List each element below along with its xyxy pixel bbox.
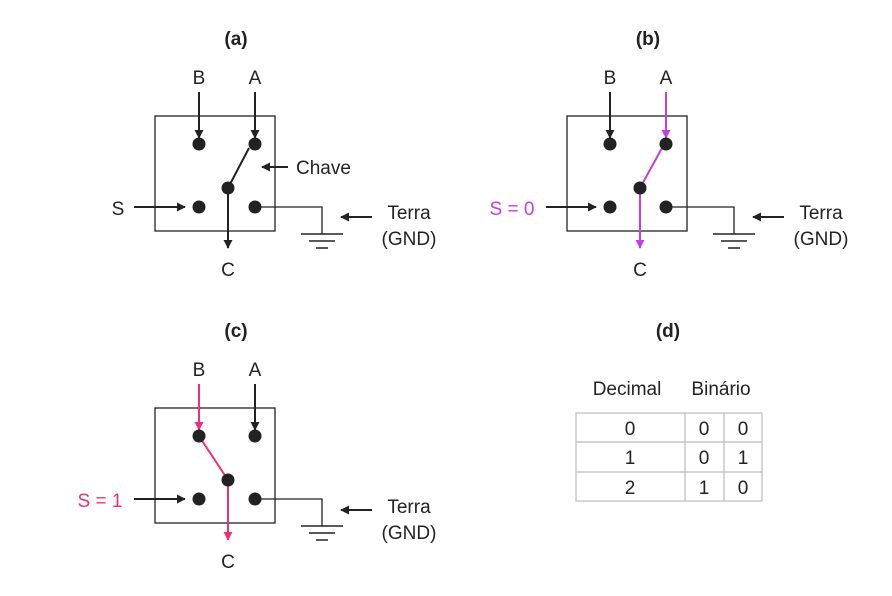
table-border bbox=[575, 412, 763, 502]
mux-box bbox=[154, 407, 276, 524]
ground-label-2: (GND) bbox=[794, 229, 849, 250]
terminal-b bbox=[192, 429, 206, 443]
terminal-a bbox=[248, 137, 262, 151]
input-b-label: B bbox=[604, 68, 617, 89]
cell-bit1: 0 bbox=[699, 448, 710, 469]
terminal-a bbox=[248, 429, 262, 443]
panel-b-title: (b) bbox=[636, 29, 660, 50]
input-a-label: A bbox=[660, 68, 673, 89]
ground-label-2: (GND) bbox=[382, 523, 437, 544]
ground-wire bbox=[666, 206, 735, 234]
header-binary: Binário bbox=[691, 379, 750, 400]
switch-label: Chave bbox=[296, 158, 351, 179]
panel-a: (a) B A Chave S C Terra (GND) bbox=[112, 29, 437, 281]
truth-table-grid bbox=[575, 412, 763, 502]
terminal-select bbox=[603, 200, 617, 214]
input-a-label: A bbox=[249, 360, 262, 381]
ground-wire bbox=[255, 498, 323, 526]
terminal-common bbox=[221, 473, 235, 487]
ground-label-1: Terra bbox=[387, 203, 431, 224]
panel-c-title: (c) bbox=[224, 321, 247, 342]
output-c-label: C bbox=[221, 260, 235, 281]
terminal-a bbox=[659, 137, 673, 151]
output-c-label: C bbox=[221, 552, 235, 573]
terminal-b bbox=[192, 137, 206, 151]
switch-lever-active bbox=[639, 147, 663, 189]
input-b-label: B bbox=[193, 360, 206, 381]
cell-bit0: 1 bbox=[738, 448, 749, 469]
ground-wire bbox=[255, 206, 323, 234]
switch-lever-active bbox=[198, 435, 229, 481]
cell-decimal: 2 bbox=[625, 478, 636, 499]
cell-bit0: 0 bbox=[738, 478, 749, 499]
cell-bit0: 0 bbox=[738, 419, 749, 440]
panel-d: (d) Decimal Binário 0 0 0 1 0 1 2 1 0 bbox=[575, 321, 763, 502]
panel-c: (c) B A S = 1 C Terra (GND) bbox=[78, 321, 437, 573]
select-s1-label: S = 1 bbox=[78, 491, 123, 512]
terminal-select bbox=[192, 492, 206, 506]
ground-label-1: Terra bbox=[799, 203, 843, 224]
header-decimal: Decimal bbox=[593, 379, 662, 400]
table-row-0: 0 0 0 bbox=[625, 419, 749, 440]
output-c-label: C bbox=[633, 260, 647, 281]
panel-a-title: (a) bbox=[224, 29, 247, 50]
cell-bit1: 0 bbox=[699, 419, 710, 440]
terminal-b bbox=[603, 137, 617, 151]
cell-decimal: 0 bbox=[625, 419, 636, 440]
panel-b: (b) B A S = 0 C Terra (GND) bbox=[490, 29, 849, 281]
mux-box bbox=[566, 115, 688, 232]
cell-decimal: 1 bbox=[625, 448, 636, 469]
table-row-2: 2 1 0 bbox=[625, 478, 749, 499]
terminal-common bbox=[221, 181, 235, 195]
panel-d-title: (d) bbox=[656, 321, 680, 342]
ground-label-1: Terra bbox=[387, 497, 431, 518]
table-row-1: 1 0 1 bbox=[625, 448, 749, 469]
terminal-common bbox=[633, 181, 647, 195]
switch-lever bbox=[227, 147, 250, 189]
select-s0-label: S = 0 bbox=[490, 199, 535, 220]
terminal-select bbox=[192, 200, 206, 214]
cell-bit1: 1 bbox=[699, 478, 710, 499]
mux-box bbox=[154, 115, 276, 232]
input-b-label: B bbox=[193, 68, 206, 89]
input-a-label: A bbox=[249, 68, 262, 89]
select-s-label: S bbox=[112, 199, 125, 220]
ground-label-2: (GND) bbox=[382, 229, 437, 250]
